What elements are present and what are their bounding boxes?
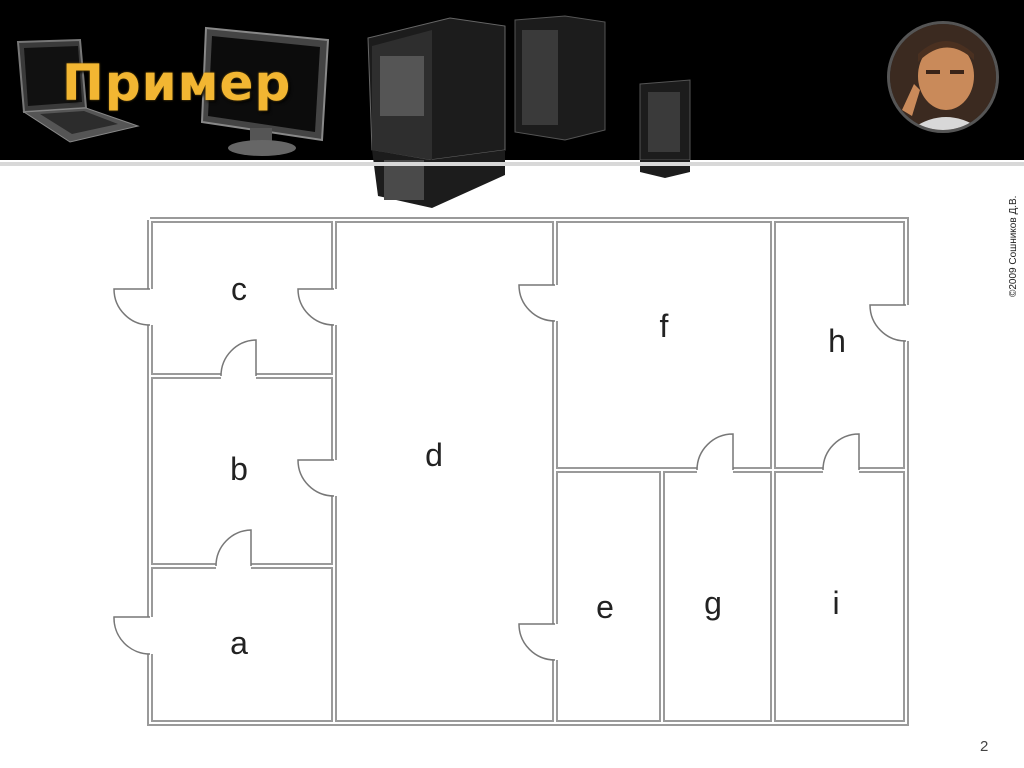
laptop-icon [16, 38, 140, 143]
room-c-label: c [231, 271, 247, 307]
room-f-label: f [660, 308, 669, 344]
room-a-label: a [230, 625, 248, 661]
page-number: 2 [980, 738, 989, 755]
header-banner: Пример [0, 0, 1024, 160]
room-h-label: h [828, 323, 846, 359]
computer-illustrations [16, 15, 691, 160]
monitor-icon [200, 26, 330, 156]
room-i-label: i [832, 585, 839, 621]
room-b-label: b [230, 451, 248, 487]
server-tower-icon-2 [514, 15, 606, 141]
room-d-label: d [425, 437, 443, 473]
room-e-label: e [596, 589, 614, 625]
author-avatar [887, 21, 999, 133]
copyright-note: ©2009 Сошников Д.В. [1008, 195, 1019, 297]
header-divider [0, 162, 1024, 166]
person-icon [890, 24, 996, 130]
server-tower-icon [367, 17, 506, 160]
room-g-label: g [704, 585, 722, 621]
server-tower-icon-3 [639, 79, 691, 160]
slide-title: Пример [62, 54, 292, 112]
